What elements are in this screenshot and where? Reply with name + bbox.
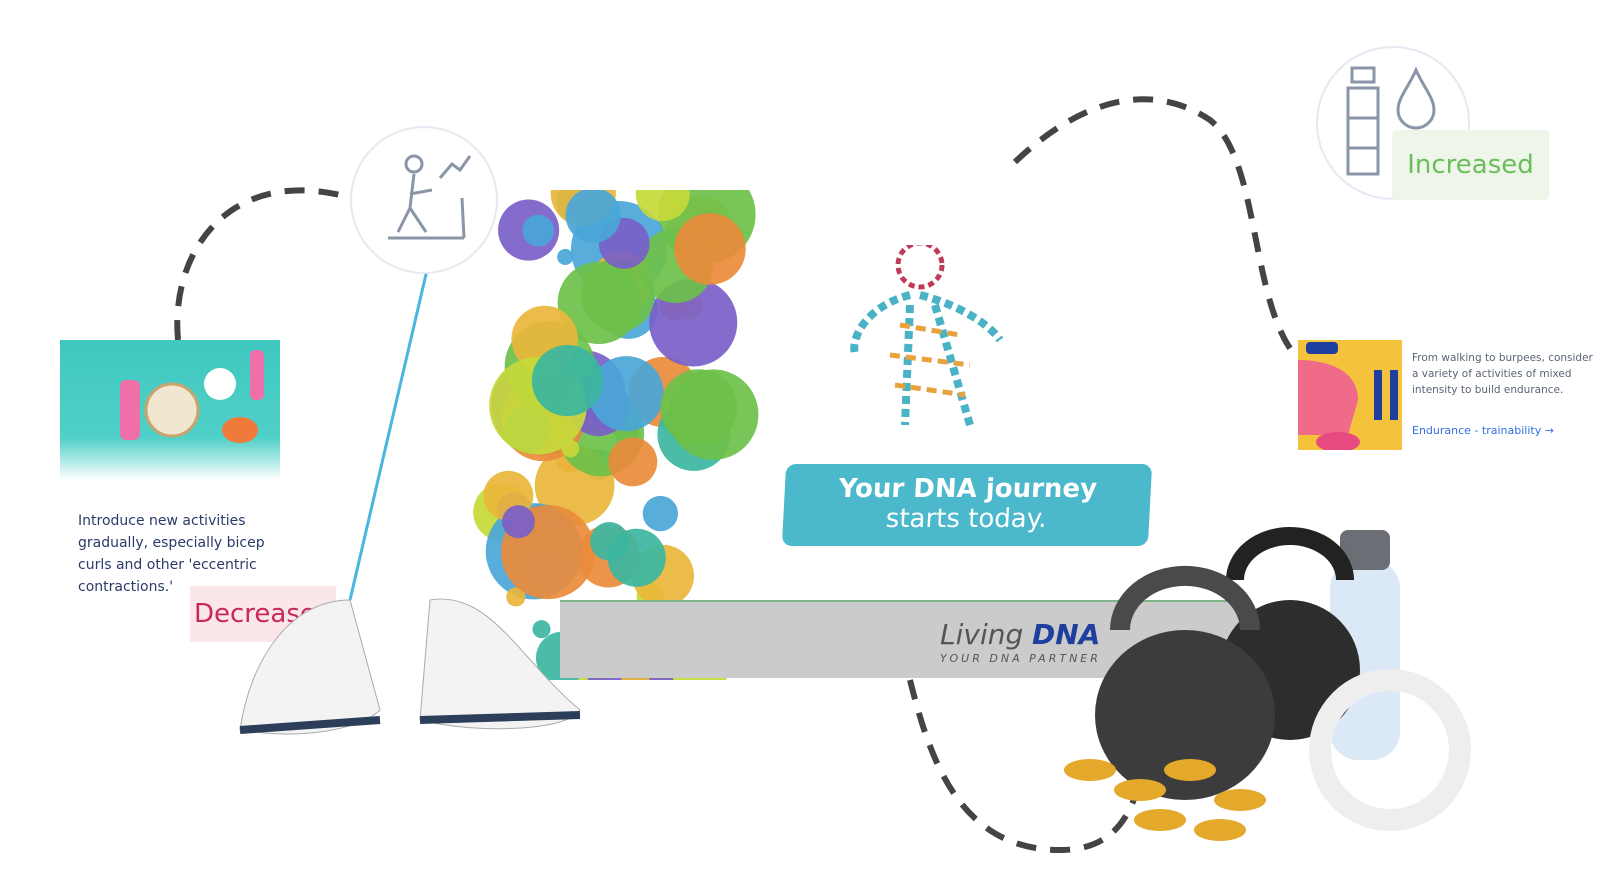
fish-oil-capsules (1064, 759, 1266, 841)
sphere (532, 620, 551, 639)
fitness-equipment-photo (60, 340, 280, 480)
workout-gear-photo (1298, 340, 1402, 450)
sphere (506, 587, 526, 607)
bottom-dashed-path (907, 679, 1143, 854)
kettlebell-handle (1110, 565, 1260, 631)
headphones (1309, 669, 1471, 831)
sphere (557, 248, 574, 265)
left-tip-text: Introduce new activities gradually, espe… (78, 513, 265, 595)
sphere (561, 439, 580, 458)
sphere (501, 505, 535, 539)
kettlebell (1095, 630, 1275, 800)
sphere (608, 437, 658, 487)
fitness-products-image (1064, 527, 1471, 841)
sphere (557, 261, 641, 345)
sphere (565, 187, 621, 243)
logo-tagline: YOUR DNA PARTNER (940, 652, 1101, 665)
logo-word-dna: DNA (1032, 618, 1101, 651)
link-label: Endurance - trainability (1412, 424, 1542, 437)
sphere (588, 356, 664, 432)
endurance-trainability-link[interactable]: Endurance - trainability → (1412, 424, 1554, 437)
treadmill-person-icon (350, 126, 498, 274)
increased-badge: Increased (1392, 130, 1549, 200)
sphere (642, 495, 679, 532)
sphere (522, 214, 555, 247)
sphere (607, 528, 666, 587)
sphere (531, 344, 604, 417)
left-dashed-path (174, 187, 341, 341)
water-bottle (1330, 560, 1400, 760)
dna-person-icon (850, 245, 1004, 427)
logo-word-living: Living (940, 618, 1024, 651)
sneakers-image (239, 598, 581, 735)
cta-line-1: Your DNA journey (837, 474, 1098, 504)
blue-connector-line (348, 269, 429, 601)
arrow-right-icon: → (1544, 424, 1554, 437)
right-top-dashed-path (1012, 96, 1298, 357)
sphere (660, 369, 738, 446)
right-tip-text: From walking to burpees, consider a vari… (1412, 352, 1593, 396)
sphere (674, 213, 746, 285)
